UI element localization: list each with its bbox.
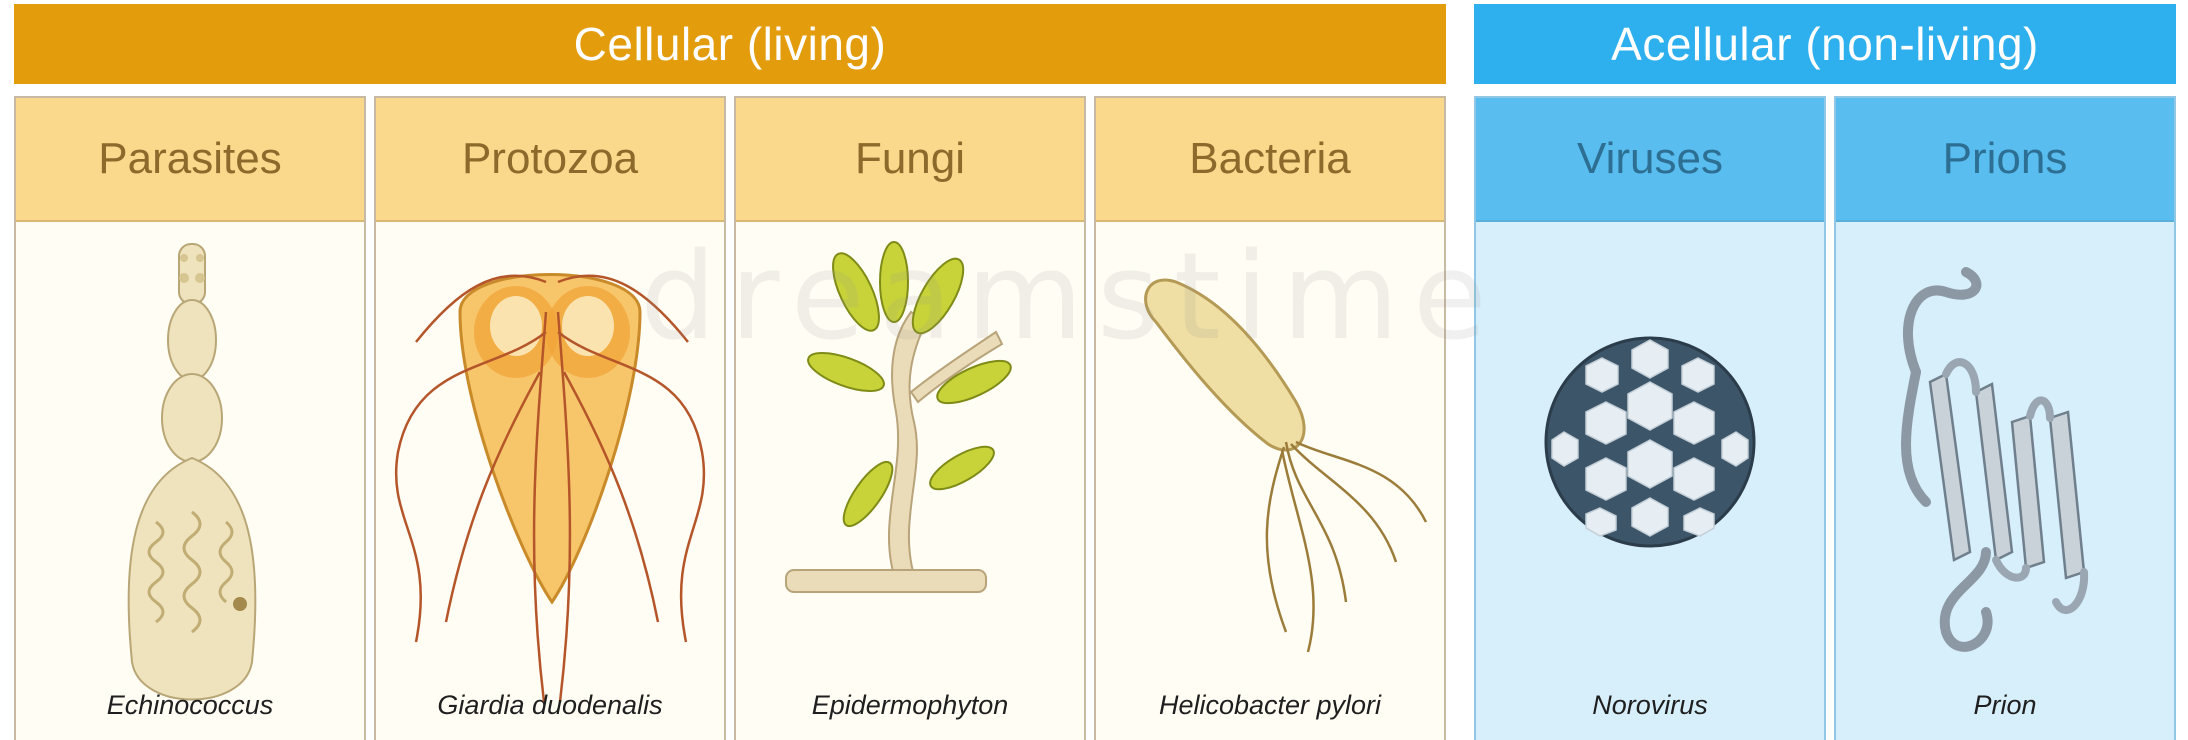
panel-title-fungi: Fungi (736, 98, 1084, 222)
panel-title-viruses: Viruses (1476, 98, 1824, 222)
fungus-icon (736, 222, 1084, 740)
example-label-viruses: Norovirus (1476, 690, 1824, 730)
example-label-parasites: Echinococcus (16, 690, 364, 730)
cellular-group-header: Cellular (living) (14, 4, 1446, 84)
prion-protein-icon (1836, 222, 2174, 740)
example-label-prions: Prion (1836, 690, 2174, 730)
example-label-bacteria: Helicobacter pylori (1096, 690, 1444, 730)
panel-protozoa: Protozoa Giardia duodenalis (374, 96, 726, 740)
panel-prions: Prions Prion (1834, 96, 2176, 740)
panel-title-protozoa: Protozoa (376, 98, 724, 222)
virus-icon (1476, 222, 1824, 740)
panel-title-parasites: Parasites (16, 98, 364, 222)
panel-viruses: Viruses Norovirus (1474, 96, 1826, 740)
acellular-group-header: Acellular (non-living) (1474, 4, 2176, 84)
panel-title-bacteria: Bacteria (1096, 98, 1444, 222)
tapeworm-icon (16, 222, 364, 740)
panel-bacteria: Bacteria Helicobacter pylori (1094, 96, 1446, 740)
example-label-protozoa: Giardia duodenalis (376, 690, 724, 730)
panel-title-prions: Prions (1836, 98, 2174, 222)
example-label-fungi: Epidermophyton (736, 690, 1084, 730)
giardia-icon (376, 222, 724, 740)
bacterium-icon (1096, 222, 1444, 740)
panel-parasites: Parasites Echinococcus (14, 96, 366, 740)
panel-fungi: Fungi Epidermophyton (734, 96, 1086, 740)
